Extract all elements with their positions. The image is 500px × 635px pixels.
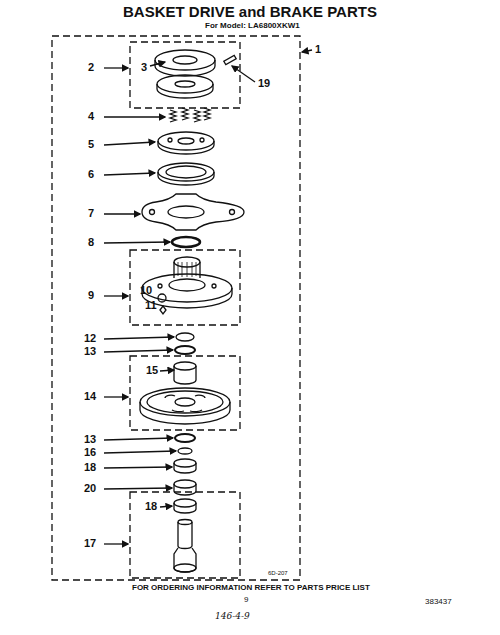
callout-number: 11 xyxy=(145,300,157,311)
callout-number: 4 xyxy=(88,111,94,122)
callout-number: 10 xyxy=(140,285,152,296)
document-number: 383437 xyxy=(425,598,452,606)
page-number: 9 xyxy=(244,596,248,604)
callout-number: 20 xyxy=(84,483,96,494)
callout-number: 5 xyxy=(88,139,94,150)
callout-number: 6 xyxy=(88,169,94,180)
callout-number: 3 xyxy=(141,62,147,73)
callout-number: 19 xyxy=(258,78,270,89)
callout-number: 13 xyxy=(84,346,96,357)
callout-number: 8 xyxy=(88,237,94,248)
callout-number: 12 xyxy=(84,333,96,344)
diagram-title: BASKET DRIVE and BRAKE PARTS xyxy=(123,4,377,19)
callout-number: 17 xyxy=(84,538,96,549)
callout-number: 18 xyxy=(84,462,96,473)
callout-number: 9 xyxy=(88,290,94,301)
callout-number: 2 xyxy=(88,62,94,73)
callout-number: 13 xyxy=(84,434,96,445)
drawing-code: 6D-207 xyxy=(268,570,288,576)
handwritten-note: 146-4-9 xyxy=(215,612,250,621)
callout-number: 15 xyxy=(146,365,158,376)
callout-number: 14 xyxy=(84,391,96,402)
model-number: For Model: LA6800XKW1 xyxy=(205,22,300,30)
footer-note: FOR ORDERING INFORMATION REFER TO PARTS … xyxy=(132,584,370,592)
callout-number: 7 xyxy=(88,208,94,219)
callout-number: 1 xyxy=(315,44,321,55)
callout-number: 16 xyxy=(84,447,96,458)
callout-number: 18 xyxy=(145,501,157,512)
